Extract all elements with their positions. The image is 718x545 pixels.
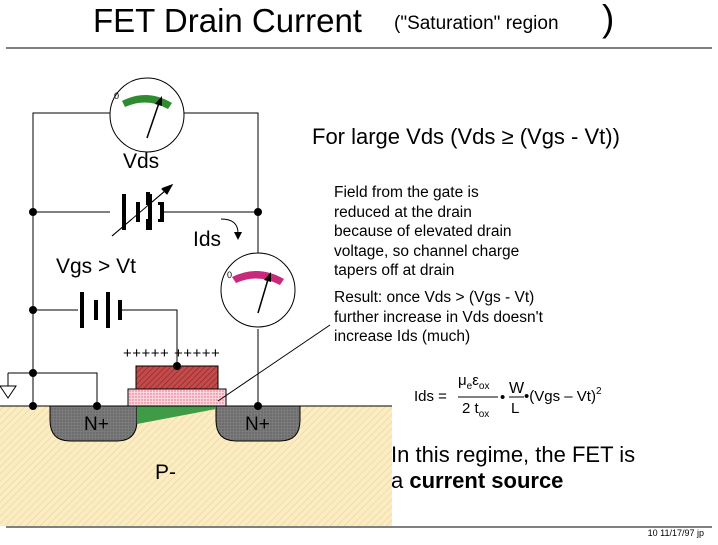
result-note-line: Result: once Vds > (Vgs - Vt) — [334, 289, 535, 306]
vds-meter-icon — [109, 77, 185, 153]
formula-eps: ε — [472, 372, 479, 389]
ids-label: Ids — [193, 228, 222, 251]
result-note: Result: once Vds > (Vgs - Vt) further in… — [334, 288, 543, 347]
formula-den: 2 t — [462, 400, 479, 417]
regime-line-1: In this regime, the FET is — [391, 442, 636, 467]
regime-emphasis: current source — [409, 468, 564, 493]
regime-line-2-prefix: a — [391, 468, 410, 493]
ids-meter-zero: 0 — [227, 270, 233, 280]
page-subtitle: ("Saturation" region — [394, 13, 559, 34]
regime-line-2: a current source — [391, 468, 635, 494]
formula-den-sub: ox — [478, 409, 490, 420]
formula-rhs: •(Vgs – Vt)2 — [524, 386, 602, 405]
field-note-line: tapers off at drain — [334, 262, 455, 279]
gate-charge-label: +++++ +++++ — [123, 345, 221, 362]
tapered-channel — [137, 406, 216, 424]
field-note-line: reduced at the drain — [334, 203, 472, 221]
condition-text: For large Vds (Vds ≥ (Vgs - Vt)) — [312, 124, 620, 149]
formula-lhs: Ids = — [414, 388, 447, 405]
field-note: Field from the gate is reduced at the dr… — [334, 183, 519, 281]
ids-formula: Ids = μeεox 2 tox • W L •(Vgs – Vt)2 — [414, 372, 644, 421]
formula-exponent: 2 — [595, 386, 602, 397]
ground-icon — [0, 385, 17, 399]
formula-numerator: μeεox — [458, 372, 490, 392]
gate-oxide — [127, 388, 227, 407]
source-n-plus-label: N+ — [84, 414, 109, 435]
drain-n-plus-label: N+ — [245, 414, 270, 435]
formula-w: W — [509, 380, 525, 397]
formula-dot: • — [500, 389, 506, 406]
field-note-line: because of elevated drain — [334, 223, 512, 240]
note-pointer-line — [217, 324, 331, 402]
vgs-battery-icon — [78, 292, 122, 328]
formula-l: L — [511, 400, 520, 417]
vds-battery-plates — [110, 184, 173, 237]
regime-statement: In this regime, the FET is a current sou… — [391, 442, 635, 494]
title-close-paren: ) — [602, 0, 615, 39]
result-note-line: increase Ids (much) — [334, 328, 471, 345]
circuit-nodes — [29, 208, 262, 410]
formula-rhs-text: •(Vgs – Vt) — [524, 388, 596, 405]
field-note-line: Field from the gate is — [334, 184, 479, 201]
vds-label: Vds — [123, 150, 160, 173]
footer-text: 10 11/17/97 jp — [647, 528, 704, 538]
formula-denominator: 2 tox — [462, 400, 490, 420]
n-plus-source-region — [49, 405, 138, 442]
formula-mu: μ — [458, 372, 467, 389]
formula-eps-sub: ox — [478, 381, 490, 392]
page-title: FET Drain Current — [93, 2, 362, 39]
vds-meter-zero: 0 — [114, 91, 120, 101]
vgs-label: Vgs > Vt — [56, 255, 136, 278]
ids-arrow-icon — [220, 218, 242, 240]
formula-mu-sub: e — [466, 381, 473, 392]
n-plus-drain-region — [215, 405, 301, 442]
result-note-line: further increase in Vds doesn't — [334, 308, 543, 326]
field-note-line: voltage, so channel charge — [334, 242, 520, 260]
ids-meter-icon — [220, 252, 296, 328]
substrate-label: P- — [155, 461, 176, 484]
